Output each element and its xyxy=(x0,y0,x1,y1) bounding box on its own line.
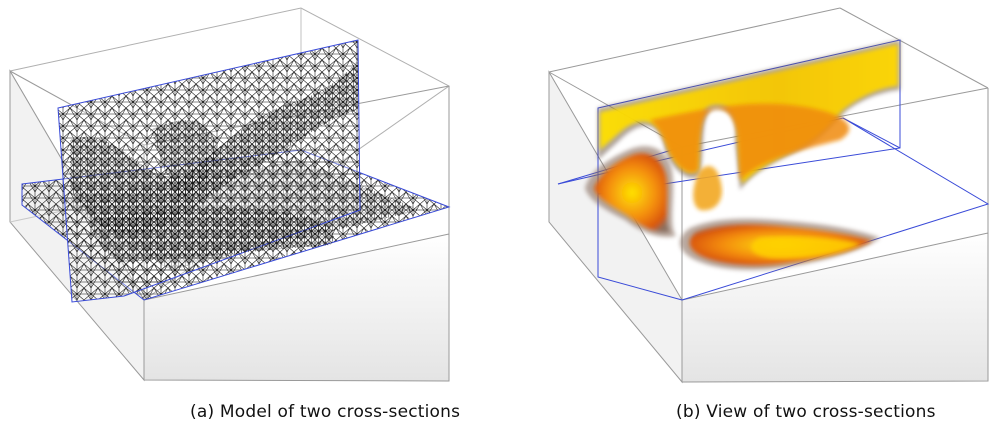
box-edge xyxy=(548,7,841,73)
caption-panel-a: (a) Model of two cross-sections xyxy=(190,402,461,422)
panel-b xyxy=(548,7,990,384)
panel-a xyxy=(9,7,451,382)
caption-panel-b: (b) View of two cross-sections xyxy=(676,402,936,422)
volume-rendering xyxy=(585,40,900,270)
vertical-cross-section xyxy=(57,39,361,303)
box-edge xyxy=(839,7,989,89)
